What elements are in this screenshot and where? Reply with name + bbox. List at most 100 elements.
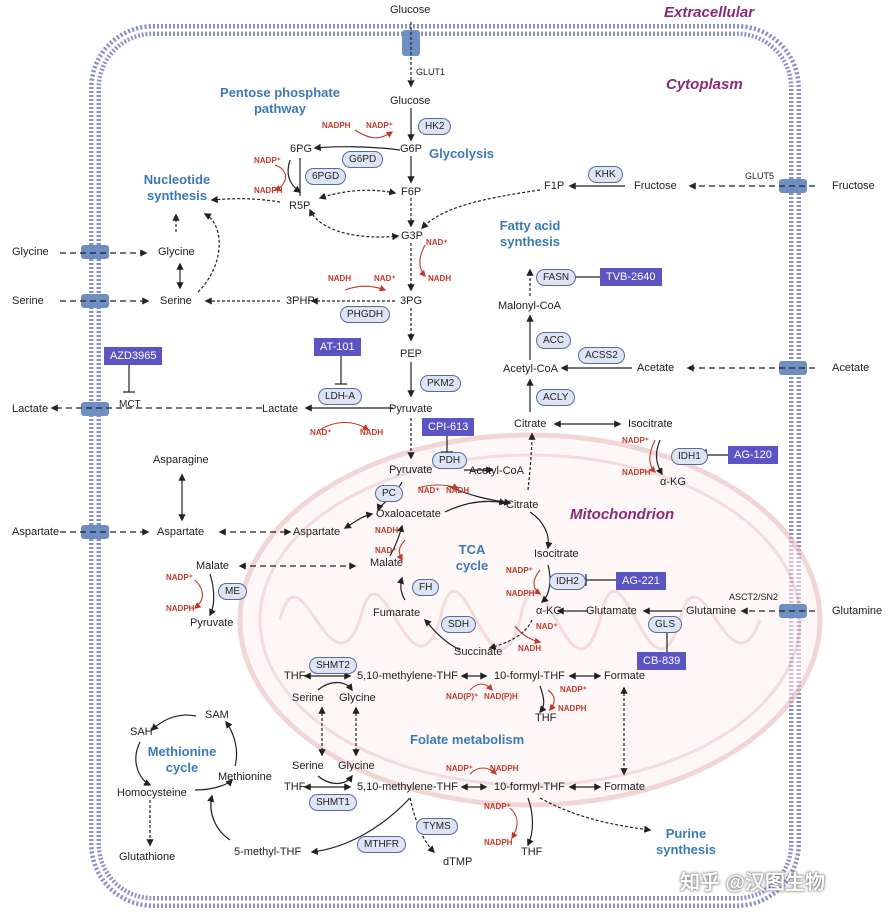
metabolite-methylene-thf-mito: 5,10-methylene-THF [357,670,458,682]
metabolite-pyruvate-mito: Pyruvate [389,464,433,476]
title-fatty-line1: Fatty acid [499,218,561,233]
metabolite-glutamine-out: Glutamine [832,605,883,617]
metabolite-citrate-cyto: Citrate [514,418,547,430]
cofactor-idh2-nadph: NADPH [506,589,535,598]
enzyme-6pgd: 6PGD [305,168,347,185]
metabolite-3php: 3PHP [286,295,315,307]
cofactor-mdh-nad: NAD⁺ [375,546,397,555]
label-cytoplasm: Cytoplasm [666,76,743,93]
metabolite-sam: SAM [205,709,229,721]
metabolite-citrate-mito: Citrate [506,499,539,511]
watermark: 知乎 @汉图生物 [680,872,826,894]
enzyme-sdh: SDH [441,616,477,633]
title-purine-line2: synthesis [656,842,716,857]
enzyme-pdh: PDH [432,452,468,469]
metabolite-akg-mito: α-KG [536,605,562,617]
title-methionine-line1: Methionine [147,744,217,759]
metabolite-sah: SAH [130,726,153,738]
metabolite-acetate-out: Acetate [832,362,870,374]
metabolite-fructose-in: Fructose [634,180,677,192]
cofactor-pdh-nad: NAD⁺ [418,486,440,495]
title-nucleotide-line1: Nucleotide [143,172,211,187]
drug-azd3965: AZD3965 [104,347,163,365]
metabolite-malate-mito: Malate [370,557,404,569]
metabolite-methionine: Methionine [218,771,272,783]
cofactor-ppp-nadph: NADPH [322,121,351,130]
drug-cpi613: CPI-613 [422,418,475,436]
metabolite-pep: PEP [400,348,423,360]
metabolite-serine-mito: Serine [292,692,324,704]
metabolite-aspartate-in: Aspartate [157,526,205,538]
metabolite-g3p: G3P [401,230,424,242]
cofactor-formyl-mito-nadph: NADPH [558,704,587,713]
metabolite-r5p: R5P [289,200,311,212]
cofactor-idh1-nadph: NADPH [622,468,651,477]
cofactor-6pgd-nadp: NADP⁺ [254,156,281,165]
cofactor-mdh-nadh: NADH [375,526,399,535]
metabolite-fructose-out: Fructose [832,180,875,192]
cofactor-ppp-nadp: NADP⁺ [366,121,393,130]
metabolite-succinate: Succinate [454,646,503,658]
cofactor-formyl-cyto-nadp: NADP⁺ [484,802,511,811]
cofactor-formyl-cyto-nadph: NADPH [484,838,513,847]
metabolite-acetyl-coa-mito: Acetyl-CoA [469,465,525,477]
metabolite-thf-cyto-2: THF [521,846,543,858]
cofactor-me-nadp: NADP⁺ [166,573,193,582]
title-fatty-line2: synthesis [500,234,560,249]
metabolite-akg-cyto: α-KG [660,476,686,488]
cofactor-g3p-nadh: NADH [428,274,452,283]
metabolite-f1p: F1P [544,180,565,192]
metabolite-glycine-in: Glycine [158,246,195,258]
metabolite-lactate-out: Lactate [12,403,49,415]
enzyme-idh1: IDH1 [671,448,708,465]
label-asct2: ASCT2/SN2 [729,592,779,602]
title-purine-line1: Purine [665,826,707,841]
metabolite-5-methyl-thf: 5-methyl-THF [234,846,302,858]
cofactor-folate-cyto-nadph: NADPH [490,764,519,773]
metabolite-isocitrate-cyto: Isocitrate [628,418,673,430]
cofactor-phgdh-nadh: NADH [328,274,352,283]
enzyme-idh2: IDH2 [549,573,586,590]
metabolite-aspartate-mito: Aspartate [293,526,341,538]
metabolite-lactate-in: Lactate [262,403,299,415]
metabolite-dtmp: dTMP [443,856,473,868]
metabolite-glutamine-in: Glutamine [686,605,737,617]
cofactor-akg-nad: NAD⁺ [536,622,558,631]
cofactor-folate-cyto-nadp: NADP⁺ [446,764,473,773]
enzyme-ldha: LDH-A [318,388,363,405]
metabolite-f6p: F6P [401,186,422,198]
metabolite-malonyl-coa: Malonyl-CoA [498,300,561,312]
cofactor-formyl-mito-nadp: NADP⁺ [560,685,587,694]
title-ppp-line2: pathway [253,101,306,116]
metabolite-oxaloacetate: Oxaloacetate [376,508,441,520]
enzyme-pkm2: PKM2 [420,375,462,392]
metabolite-glucose-out: Glucose [390,4,431,16]
drug-ag120: AG-120 [728,446,778,464]
cofactor-idh2-nadp: NADP⁺ [506,566,533,575]
cofactor-phgdh-nad: NAD⁺ [374,274,396,283]
metabolite-formate-mito: Formate [604,670,645,682]
cofactor-me-nadph: NADPH [166,604,195,613]
metabolite-3pg: 3PG [400,295,423,307]
cofactor-g3p-nad: NAD⁺ [426,238,448,247]
label-mitochondrion: Mitochondrion [570,506,675,523]
cofactor-ldh-nadh: NADH [360,428,384,437]
enzyme-me: ME [218,583,247,600]
enzyme-acss2: ACSS2 [578,347,625,364]
mct-transporter [81,402,109,416]
metabolite-serine-cyto: Serine [292,760,324,772]
title-glycolysis: Glycolysis [429,146,495,161]
label-glut1: GLUT1 [416,67,446,77]
metabolite-isocitrate-mito: Isocitrate [534,548,579,560]
metabolite-g6p: G6P [400,143,423,155]
metabolite-glucose-in: Glucose [390,95,431,107]
title-tca-line1: TCA [458,542,486,557]
metabolite-malate-cyto: Malate [196,560,230,572]
metabolite-glycine-cyto: Glycine [338,760,375,772]
enzyme-tyms: TYMS [416,818,458,835]
